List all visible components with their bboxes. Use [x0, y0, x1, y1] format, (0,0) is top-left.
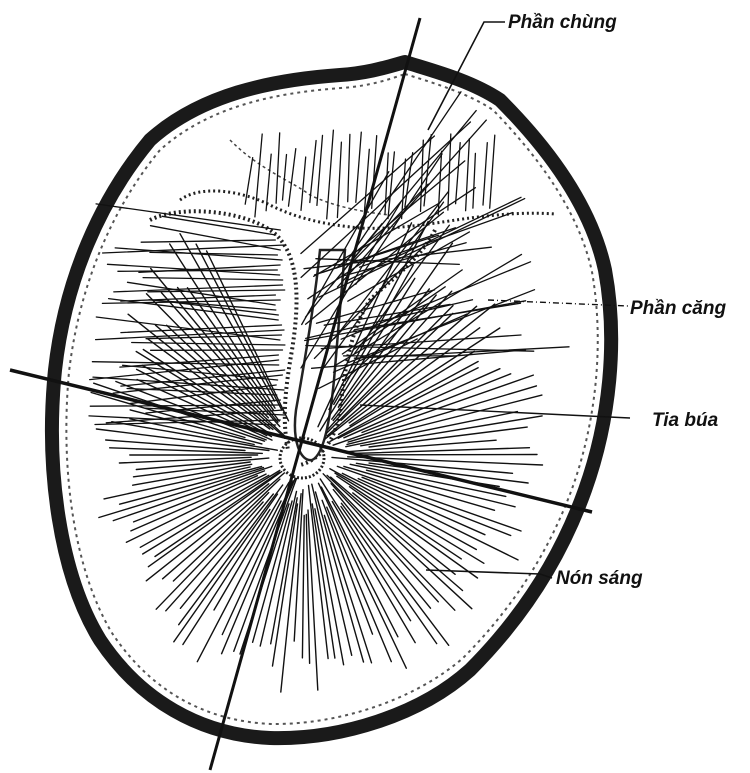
label-cone-of-light: Nón sáng [556, 568, 643, 589]
flaccida-fibre [255, 134, 262, 217]
leader-cone-of-light [426, 570, 552, 578]
radial-fibre [156, 493, 269, 610]
flaccida-fibre [317, 135, 323, 205]
radial-fibre [119, 457, 251, 463]
flaccida-fibre [490, 135, 495, 208]
flaccida-fibre [289, 149, 296, 207]
flaccida-fibre [356, 132, 362, 202]
flaccida-fibre [337, 142, 341, 217]
tensa-fibre [162, 216, 275, 235]
tensa-fibre [141, 240, 275, 242]
tensa-fibre [96, 204, 280, 230]
flaccida-fibre [310, 141, 316, 203]
flaccida-fibre [473, 153, 476, 208]
radial-fibre [174, 494, 278, 642]
tensa-fibre [360, 213, 513, 268]
pars-flaccida-boundary-2 [230, 140, 390, 215]
tensa-fibre [151, 226, 281, 250]
flaccida-fibre [483, 143, 487, 205]
flaccida-fibre [348, 134, 350, 201]
tensa-fibre [306, 346, 534, 352]
flaccida-fibre [466, 139, 470, 211]
radial-fibre [330, 469, 476, 550]
flaccida-fibre [301, 157, 306, 210]
flaccida-fibre [385, 153, 388, 214]
flaccida-fibre [448, 134, 451, 210]
flaccida-fibre [388, 152, 394, 219]
radial-fibre [332, 502, 415, 643]
flaccida-fibre [276, 133, 280, 203]
label-pars-flaccida: Phần chùng [508, 12, 617, 33]
flaccida-fibre [327, 130, 334, 219]
label-pars-tensa: Phần căng [630, 298, 726, 319]
radial-fibre [302, 516, 304, 658]
flaccida-fibre [266, 154, 271, 211]
flaccida-fibre [283, 155, 287, 201]
label-malleus-stria: Tia búa [652, 410, 719, 431]
radial-fibre [352, 448, 529, 454]
